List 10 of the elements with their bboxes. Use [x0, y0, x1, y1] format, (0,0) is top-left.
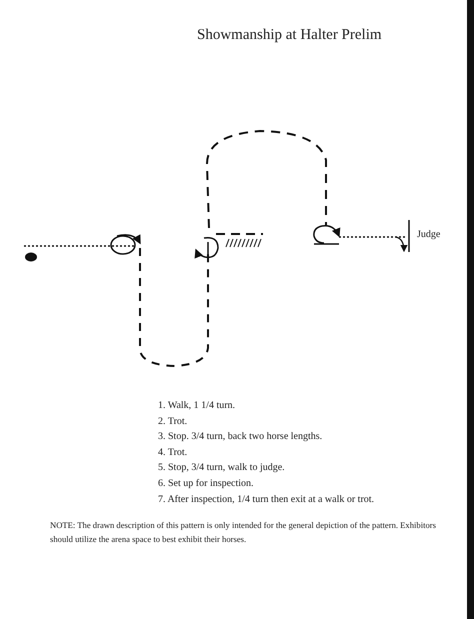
title: Showmanship at Halter Prelim	[197, 27, 382, 44]
instruction-step: 1. Walk, 1 1/4 turn.	[158, 400, 236, 411]
note-text: NOTE: The drawn description of this pattern is only intended for the general depiction of the pattern. Exhibitors should utilize the arena space to best exhibit their horses.	[50, 519, 437, 546]
instruction-step: 2. Trot.	[158, 416, 188, 427]
instruction-step: 7. After inspection, 1/4 turn then exit at a walk or trot.	[158, 494, 374, 505]
instruction-step: 6. Set up for inspection.	[158, 478, 254, 489]
judge-label: Judge	[417, 229, 440, 240]
instruction-step: 5. Stop, 3/4 turn, walk to judge.	[158, 462, 285, 474]
instruction-step: 3. Stop. 3/4 turn, back two horse lengths.	[158, 431, 322, 442]
instruction-step: 4. Trot.	[158, 446, 188, 458]
